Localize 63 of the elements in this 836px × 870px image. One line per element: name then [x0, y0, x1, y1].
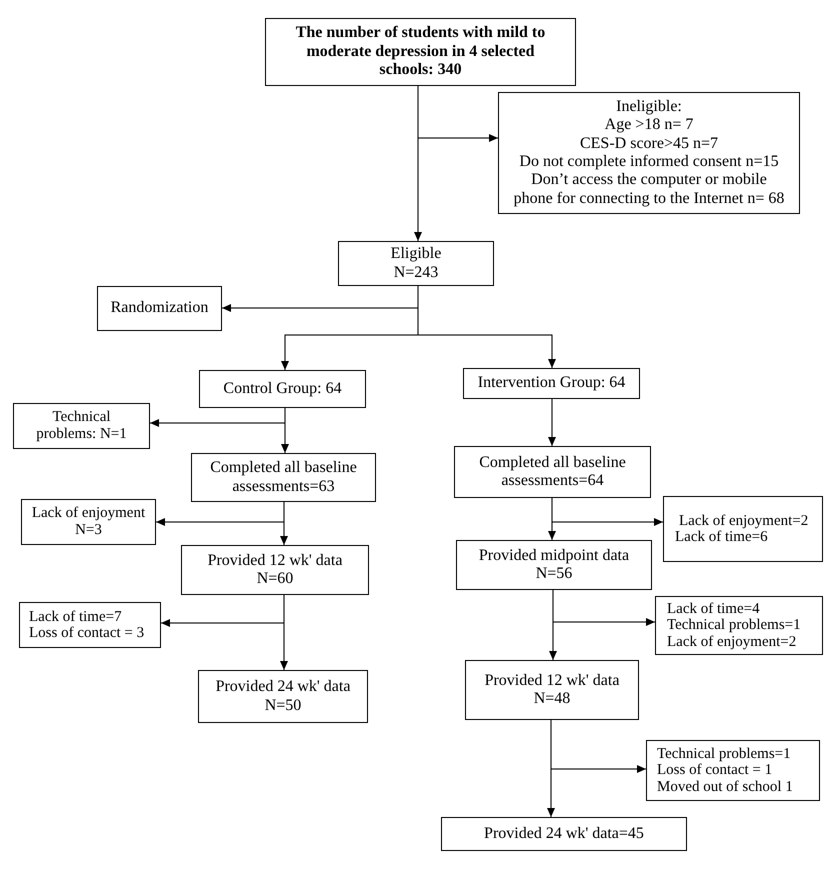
box-text: N=48 — [534, 690, 570, 708]
process-box — [265, 18, 576, 86]
box-text: Provided midpoint data — [478, 546, 630, 565]
exclusion-text: Age >18 n= 7 — [604, 116, 694, 135]
box-text: N=50 — [264, 696, 302, 715]
arrow — [280, 502, 288, 546]
arrow — [418, 286, 556, 368]
process-box — [97, 286, 222, 331]
box-text: The number of students with mild to moderate depression in 4 selected schools: 340 — [294, 24, 546, 80]
exclusion-box — [646, 740, 820, 801]
process-box — [441, 817, 687, 851]
exclusion-text: Lack of time=4 — [667, 600, 760, 618]
exclusion-text: Don’t access the computer or mobile phone for connecting to the Internet n= 68 — [512, 171, 786, 208]
process-box — [454, 446, 651, 498]
process-box — [463, 368, 640, 399]
box-text: Provided 12 wk' data — [484, 672, 620, 690]
exclusion-text: Moved out of school 1 — [657, 778, 793, 796]
box-text: Provided 12 wk' data — [208, 552, 342, 570]
exclusion-text: Ineligible: — [616, 98, 682, 116]
exclusion-box — [663, 496, 823, 562]
process-box — [338, 241, 494, 286]
box-text: Eligible — [390, 245, 442, 264]
box-text: Completed all baseline assessments=63 — [209, 459, 358, 496]
exclusion-text: Technical problems=1 — [667, 617, 801, 634]
process-box — [198, 670, 368, 723]
exclusion-text: Lack of time=6 — [675, 529, 768, 546]
arrow — [280, 594, 288, 670]
box-text: N=56 — [536, 565, 572, 584]
arrow — [414, 86, 422, 242]
process-box — [456, 540, 652, 590]
exclusion-text: Technical problems: N=1 — [35, 408, 128, 444]
exclusion-text: Loss of contact = 3 — [29, 625, 144, 642]
box-text: N=243 — [394, 264, 438, 282]
exclusion-text: Lack of enjoyment=2 — [667, 634, 796, 650]
box-text: Provided 24 wk' data=45 — [484, 824, 644, 844]
exclusion-text: Lack of enjoyment — [32, 504, 146, 522]
arrow — [281, 408, 289, 454]
exclusion-box — [498, 92, 800, 214]
exclusion-text: Lack of time=7 — [29, 608, 122, 625]
process-box — [181, 545, 369, 595]
process-box — [465, 660, 639, 720]
exclusion-box — [21, 499, 156, 545]
exclusion-box — [13, 403, 150, 449]
exclusion-text: Do not complete informed consent n=15 — [519, 153, 779, 172]
box-text: Provided 24 wk' data — [216, 678, 350, 696]
process-box — [199, 370, 366, 408]
exclusion-text: Loss of contact = 1 — [657, 762, 772, 779]
exclusion-text: Technical problems=1 — [657, 746, 791, 762]
process-box — [191, 453, 376, 502]
box-text: Completed all baseline assessments=64 — [478, 454, 627, 490]
box-text: N=60 — [256, 570, 294, 588]
exclusion-box — [655, 596, 823, 655]
box-text: Control Group: 64 — [223, 380, 342, 398]
arrow — [548, 498, 556, 540]
box-text: Randomization — [110, 299, 208, 318]
exclusion-text: CES-D score>45 n=7 — [580, 134, 718, 153]
box-text: Intervention Group: 64 — [478, 374, 626, 393]
exclusion-box — [19, 602, 161, 648]
arrow — [549, 590, 557, 660]
arrow — [548, 398, 556, 446]
arrow — [547, 720, 555, 818]
exclusion-text: N=3 — [75, 522, 102, 540]
exclusion-text: Lack of enjoyment=2 — [679, 512, 808, 529]
